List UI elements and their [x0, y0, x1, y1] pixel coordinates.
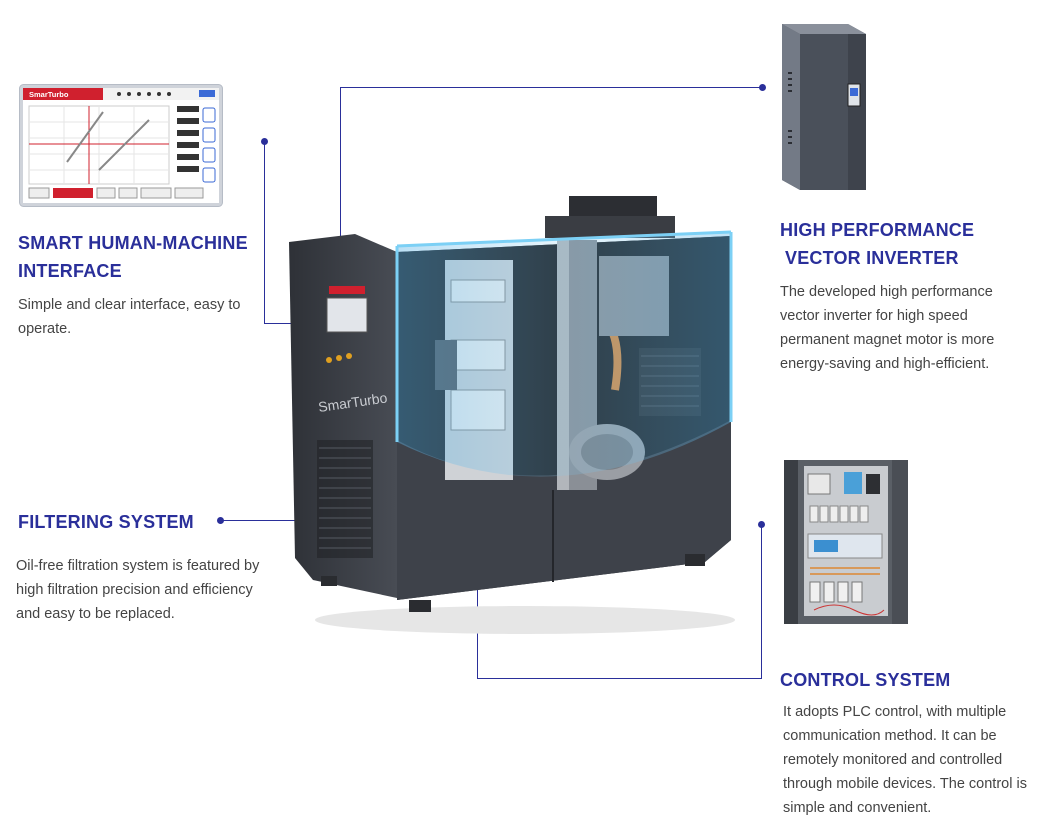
- hmi-thumbnail: SmarTurbo: [19, 84, 223, 207]
- inverter-callout-dot: [759, 84, 766, 91]
- filter-description: Oil-free filtration system is featured b…: [16, 558, 260, 622]
- inverter-image: [778, 20, 868, 195]
- inverter-callout-line-v: [340, 87, 341, 242]
- hmi-description: Simple and clear interface, easy to oper…: [18, 297, 241, 337]
- control-title: CONTROL SYSTEM: [780, 670, 951, 690]
- control-cabinet-image: [784, 460, 908, 624]
- hmi-title-line1: SMART HUMAN-MACHINE: [18, 233, 248, 253]
- inverter-callout-line-h: [340, 87, 762, 88]
- control-callout-line-v1: [761, 524, 762, 678]
- hmi-title-line2: INTERFACE: [18, 261, 122, 281]
- control-description: It adopts PLC control, with multiple com…: [783, 704, 1027, 816]
- control-callout-line-h: [477, 678, 762, 679]
- filter-callout-line-h: [220, 520, 335, 521]
- hmi-callout-line-v: [264, 141, 265, 324]
- hmi-screen-brand: SmarTurbo: [29, 90, 69, 99]
- inverter-title-line1: HIGH PERFORMANCE: [780, 220, 975, 240]
- filter-title: FILTERING SYSTEM: [18, 512, 194, 532]
- inverter-description: The developed high performance vector in…: [780, 284, 995, 372]
- inverter-title-line2: VECTOR INVERTER: [785, 248, 959, 268]
- compressor-machine-image: SmarTurbo: [285, 190, 755, 640]
